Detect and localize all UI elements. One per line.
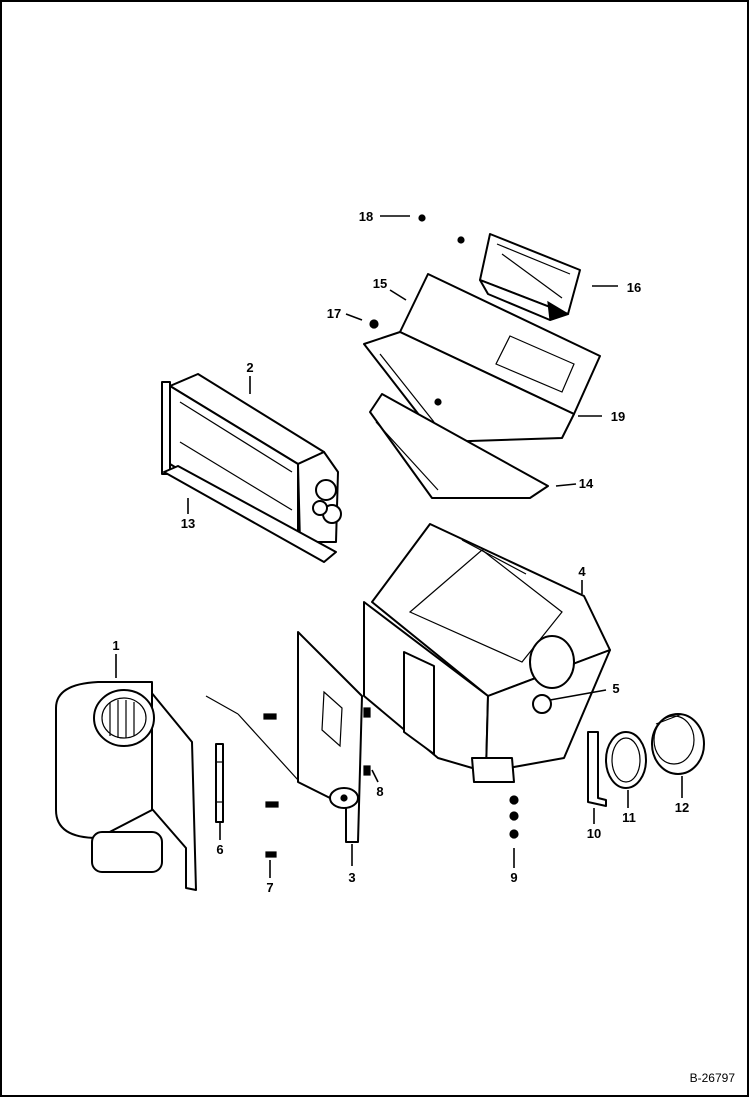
hardware-fasteners xyxy=(263,214,519,858)
callout-4: 4 xyxy=(578,564,586,579)
part-15-top-cover xyxy=(363,273,601,443)
callout-14: 14 xyxy=(579,476,594,491)
part-1-blower-assembly xyxy=(55,681,197,891)
callout-17: 17 xyxy=(327,306,341,321)
part-13-base-plate xyxy=(163,465,337,563)
drawing-number: B-26797 xyxy=(689,1071,735,1085)
callout-19: 19 xyxy=(611,409,625,424)
part-10-strap xyxy=(587,731,607,807)
callout-11: 11 xyxy=(622,810,636,825)
callout-7: 7 xyxy=(266,880,273,895)
leader-lines xyxy=(115,215,683,878)
callout-5: 5 xyxy=(612,681,619,696)
callout-15: 15 xyxy=(373,276,387,291)
callout-12: 12 xyxy=(675,800,689,815)
callout-10: 10 xyxy=(587,826,601,841)
part-3-mounting-bracket xyxy=(205,631,363,843)
part-12-duct-collar xyxy=(651,713,705,775)
callout-1: 1 xyxy=(112,638,119,653)
part-2-heater-core xyxy=(161,373,342,543)
callout-18: 18 xyxy=(359,209,373,224)
part-4-heater-housing xyxy=(363,523,611,783)
callout-9: 9 xyxy=(510,870,517,885)
callout-3: 3 xyxy=(348,870,355,885)
callout-2: 2 xyxy=(246,360,253,375)
part-6-rod xyxy=(215,743,224,823)
part-16-duct-outlet xyxy=(479,233,581,321)
callout-16: 16 xyxy=(627,280,641,295)
part-14-bottom-plate xyxy=(369,393,549,499)
callout-13: 13 xyxy=(181,516,195,531)
callout-6: 6 xyxy=(216,842,223,857)
callout-8: 8 xyxy=(376,784,383,799)
part-11-ring-clamp xyxy=(605,731,647,789)
